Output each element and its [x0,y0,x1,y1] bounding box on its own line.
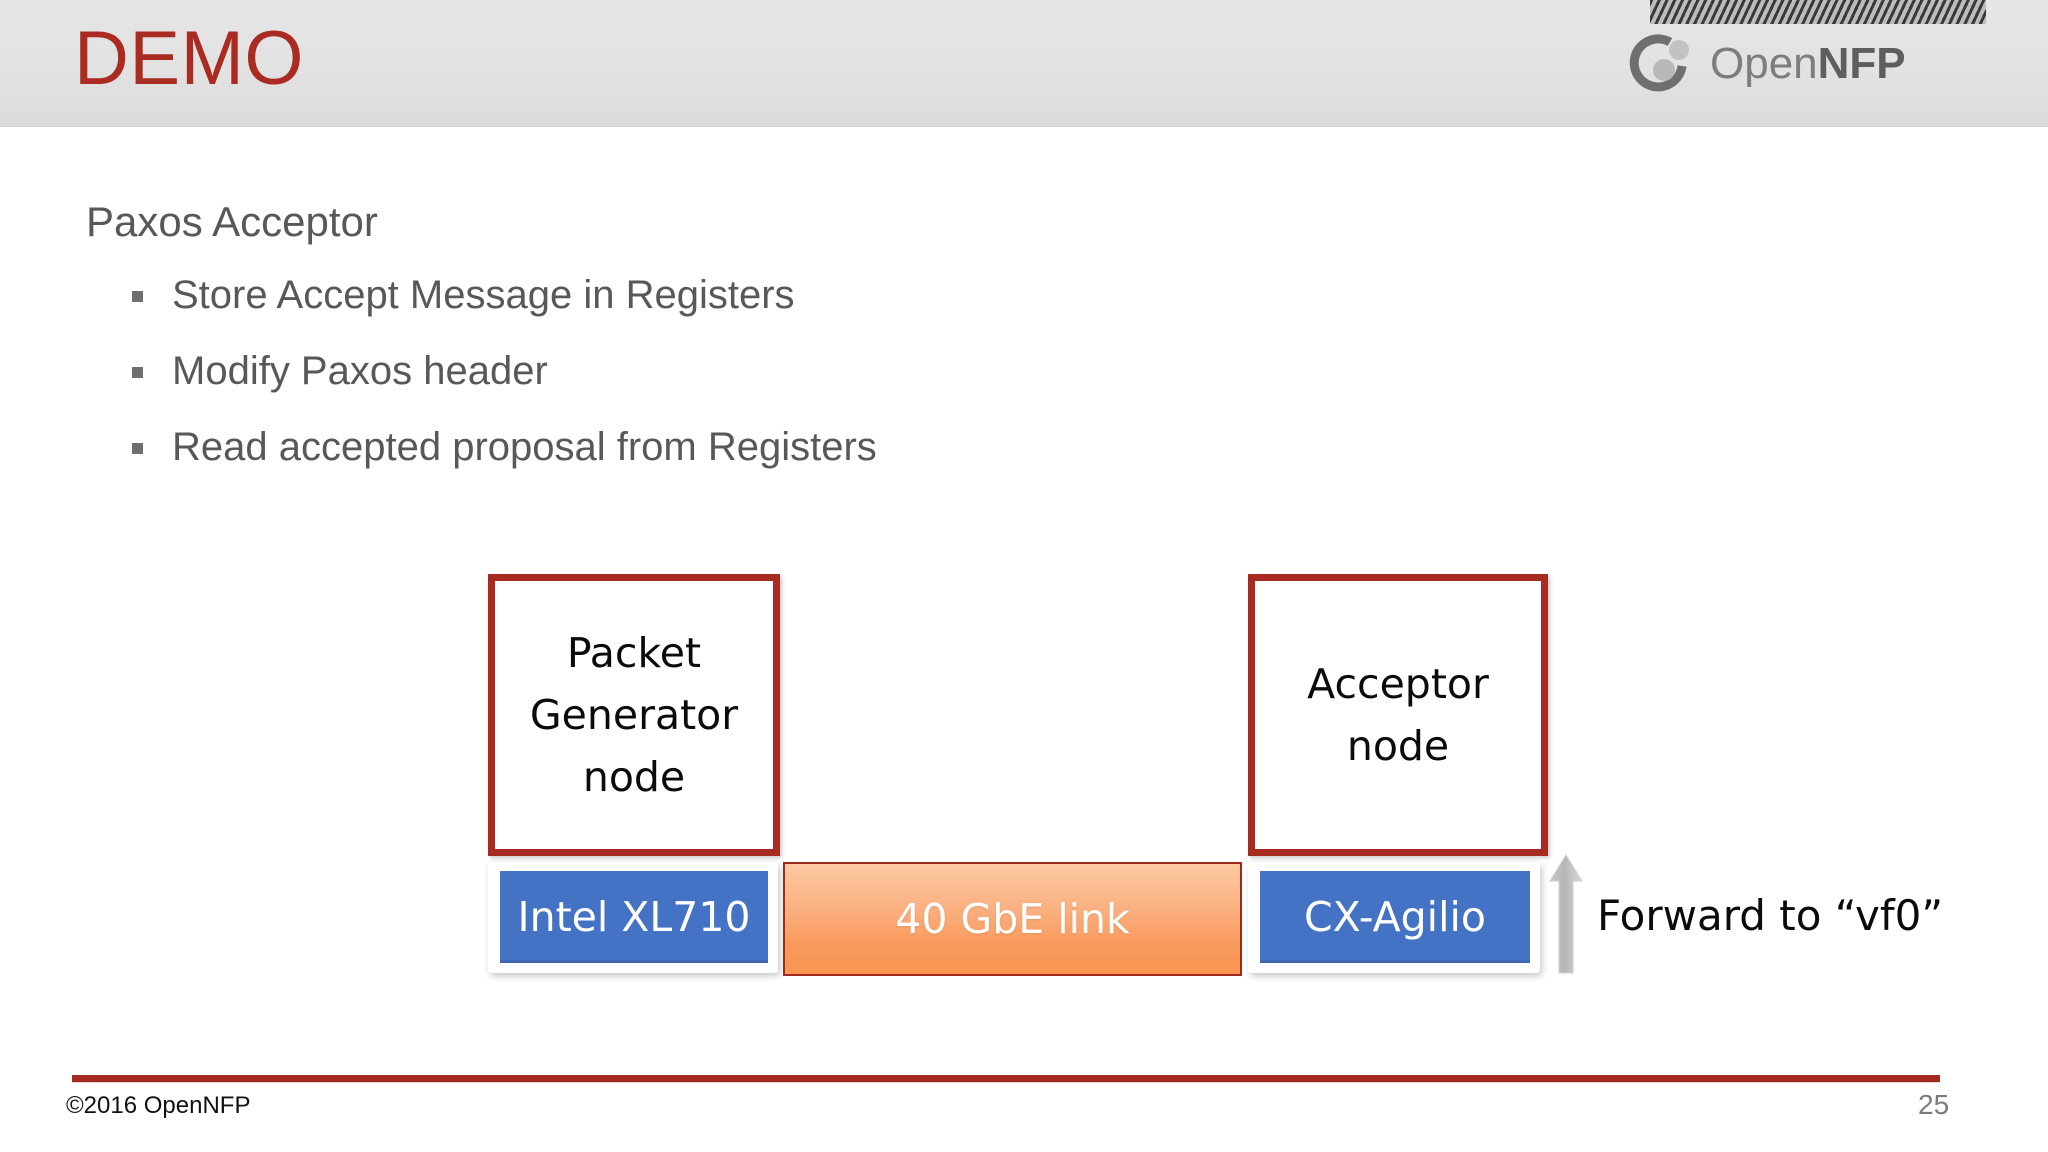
packet-generator-node-label: Packet Generator node [529,629,739,801]
intel-xl710-box: Intel XL710 [500,871,768,963]
list-item: Modify Paxos header [126,346,1526,396]
forward-annotation-label: Forward to “vf0” [1597,891,1944,940]
packet-generator-node-box: Packet Generator node [488,574,780,856]
page-title: DEMO [74,16,304,101]
hatched-bar-decoration [1650,0,1986,24]
copyright-text: ©2016 OpenNFP [66,1092,251,1119]
opennfp-logo: OpenNFP [1626,0,1986,110]
square-bullet-icon [132,291,143,302]
list-item: Store Accept Message in Registers [126,270,1526,320]
footer-divider [72,1075,1940,1082]
logo-text-nfp: NFP [1817,39,1906,88]
slide-header: DEMO OpenNFP [0,0,2048,127]
acceptor-node-label: Acceptor node [1307,660,1489,770]
cx-agilio-label: CX-Agilio [1304,893,1486,941]
lead-text: Paxos Acceptor [86,198,378,245]
opennfp-ring-icon [1629,34,1689,92]
intel-xl710-label: Intel XL710 [517,893,751,941]
bullet-list: Store Accept Message in Registers Modify… [126,270,1526,498]
square-bullet-icon [132,367,143,378]
up-arrow-icon [1549,854,1583,974]
list-item-label: Store Accept Message in Registers [172,273,795,317]
cx-agilio-box: CX-Agilio [1260,871,1530,963]
list-item-label: Modify Paxos header [172,349,548,393]
logo-text-open: Open [1710,39,1818,88]
forty-gbe-link-label: 40 GbE link [895,895,1130,943]
opennfp-logo-text: OpenNFP [1710,38,1906,90]
list-item-label: Read accepted proposal from Registers [172,425,877,469]
acceptor-node-box: Acceptor node [1248,574,1548,856]
forty-gbe-link-box: 40 GbE link [783,862,1242,976]
page-number: 25 [1918,1089,1950,1120]
list-item: Read accepted proposal from Registers [126,422,1526,472]
square-bullet-icon [132,443,143,454]
